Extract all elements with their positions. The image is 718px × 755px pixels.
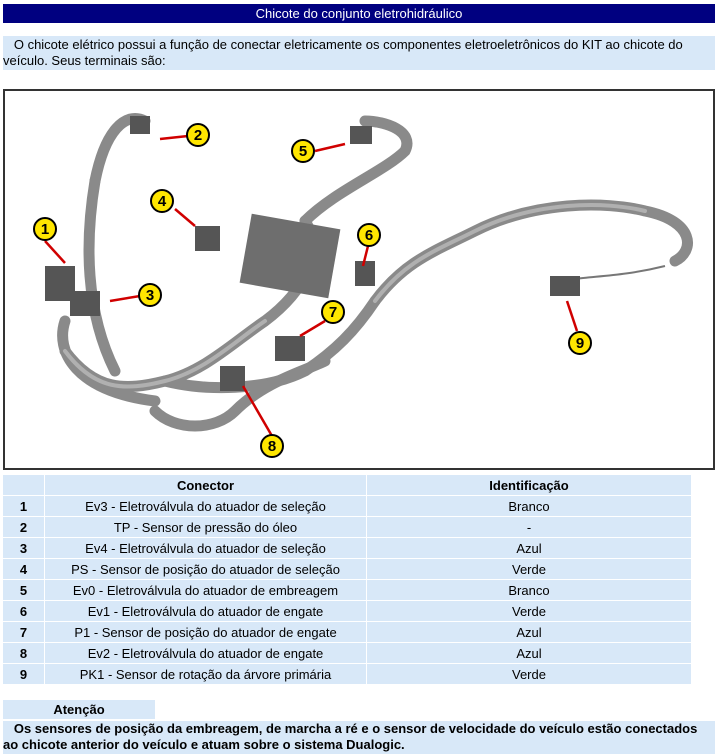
svg-text:5: 5 bbox=[299, 143, 307, 160]
callout-9: 9 bbox=[568, 331, 592, 355]
header-identification: Identificação bbox=[367, 475, 691, 495]
callout-6: 6 bbox=[357, 223, 381, 247]
svg-text:9: 9 bbox=[576, 335, 584, 352]
row-connector: Ev4 - Eletroválvula do atuador de seleçã… bbox=[45, 538, 366, 558]
row-connector: Ev2 - Eletroválvula do atuador de engate bbox=[45, 643, 366, 663]
callout-4: 4 bbox=[150, 189, 174, 213]
row-number: 5 bbox=[3, 580, 44, 600]
row-number: 3 bbox=[3, 538, 44, 558]
svg-text:4: 4 bbox=[158, 193, 167, 210]
callout-8: 8 bbox=[260, 434, 284, 458]
row-identification: Branco bbox=[367, 496, 691, 516]
svg-text:8: 8 bbox=[268, 438, 276, 455]
svg-text:7: 7 bbox=[329, 304, 337, 321]
row-number: 9 bbox=[3, 664, 44, 684]
row-connector: PS - Sensor de posição do atuador de sel… bbox=[45, 559, 366, 579]
row-identification: Azul bbox=[367, 538, 691, 558]
intro-text: O chicote elétrico possui a função de co… bbox=[3, 36, 715, 70]
svg-text:6: 6 bbox=[365, 227, 373, 244]
svg-text:2: 2 bbox=[194, 127, 202, 144]
row-connector: Ev3 - Eletroválvula do atuador de seleçã… bbox=[45, 496, 366, 516]
attention-label: Atenção bbox=[3, 700, 155, 719]
row-identification: Verde bbox=[367, 664, 691, 684]
row-identification: Verde bbox=[367, 601, 691, 621]
callout-7: 7 bbox=[321, 300, 345, 324]
svg-text:1: 1 bbox=[41, 221, 49, 238]
row-number: 1 bbox=[3, 496, 44, 516]
svg-text:3: 3 bbox=[146, 287, 154, 304]
callout-3: 3 bbox=[138, 283, 162, 307]
header-number bbox=[3, 475, 44, 495]
row-number: 7 bbox=[3, 622, 44, 642]
callout-markers: 1 2 3 4 5 6 7 8 9 bbox=[33, 123, 592, 458]
attention-text: Os sensores de posição da embreagem, de … bbox=[3, 721, 715, 754]
page-title: Chicote do conjunto eletrohidráulico bbox=[3, 4, 715, 23]
table-header: Conector Identificação bbox=[3, 475, 691, 495]
callout-1: 1 bbox=[33, 217, 57, 241]
header-connector: Conector bbox=[45, 475, 366, 495]
row-connector: Ev1 - Eletroválvula do atuador de engate bbox=[45, 601, 366, 621]
row-number: 2 bbox=[3, 517, 44, 537]
row-identification: Azul bbox=[367, 643, 691, 663]
harness-photo: 1 2 3 4 5 6 7 8 9 bbox=[3, 89, 715, 470]
row-number: 4 bbox=[3, 559, 44, 579]
row-number: 8 bbox=[3, 643, 44, 663]
row-identification: Azul bbox=[367, 622, 691, 642]
harness-illustration: 1 2 3 4 5 6 7 8 9 bbox=[33, 113, 693, 458]
row-connector: TP - Sensor de pressão do óleo bbox=[45, 517, 366, 537]
row-connector: P1 - Sensor de posição do atuador de eng… bbox=[45, 622, 366, 642]
callout-5: 5 bbox=[291, 139, 315, 163]
row-identification: Branco bbox=[367, 580, 691, 600]
row-connector: PK1 - Sensor de rotação da árvore primár… bbox=[45, 664, 366, 684]
row-identification: - bbox=[367, 517, 691, 537]
callout-2: 2 bbox=[186, 123, 210, 147]
row-number: 6 bbox=[3, 601, 44, 621]
row-identification: Verde bbox=[367, 559, 691, 579]
row-connector: Ev0 - Eletroválvula do atuador de embrea… bbox=[45, 580, 366, 600]
